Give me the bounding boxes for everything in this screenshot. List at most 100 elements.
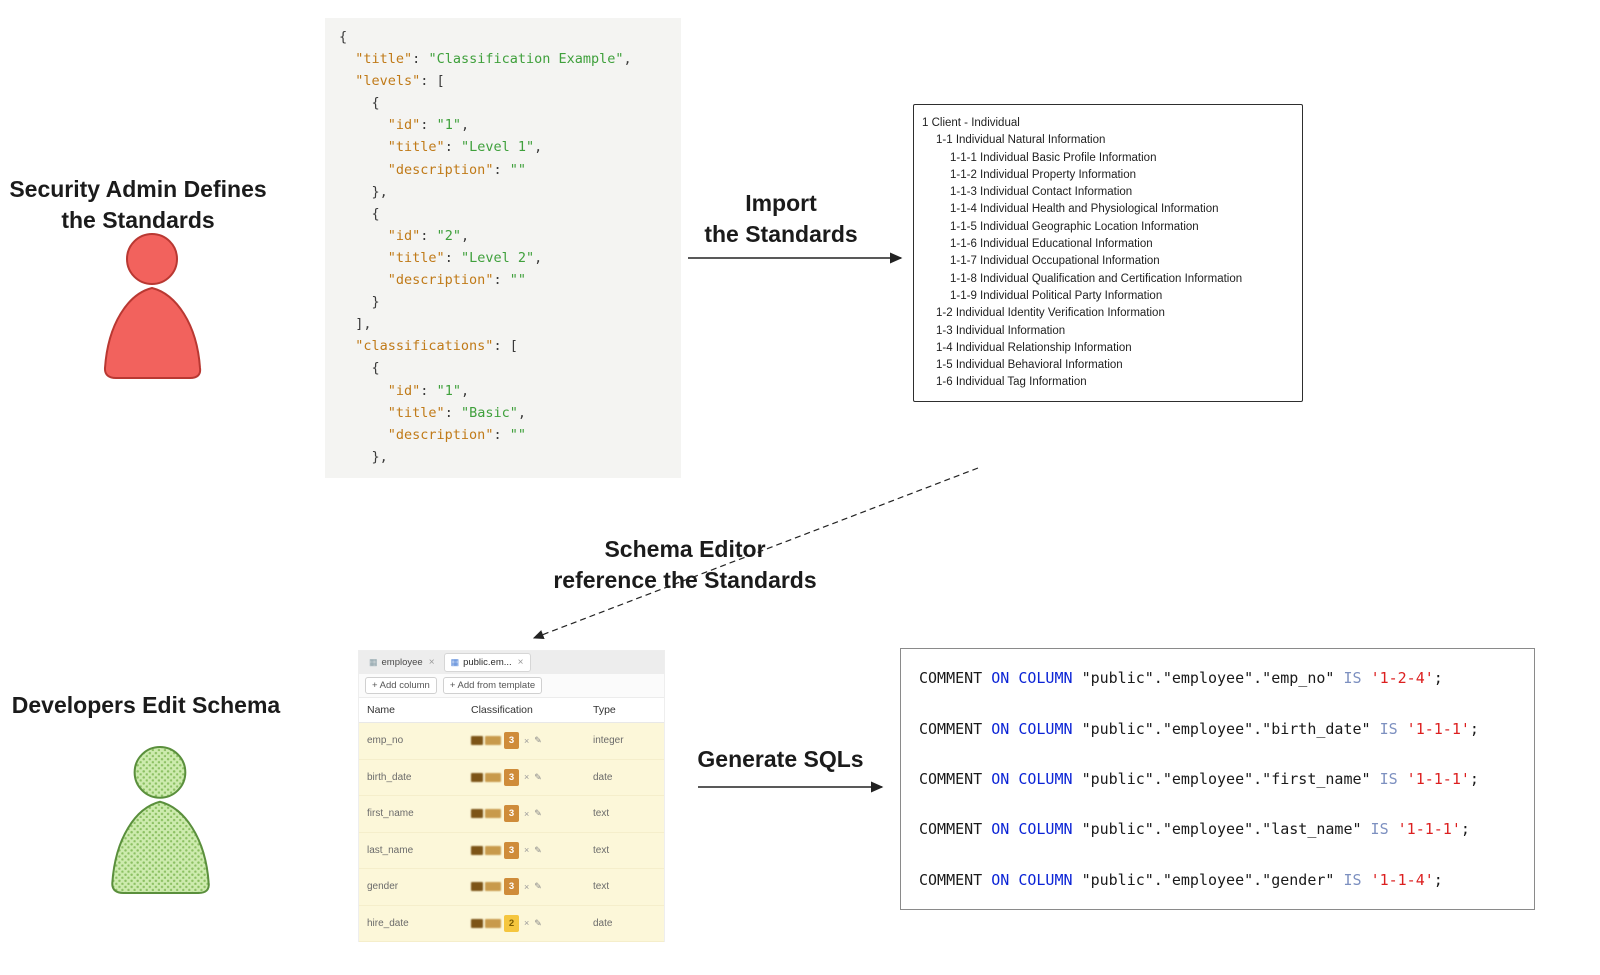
- json-code-block: { "title": "Classification Example", "le…: [339, 26, 667, 468]
- code-line: "levels": [: [355, 73, 445, 90]
- code-line: "description": "": [387, 272, 526, 289]
- sql-output-panel: COMMENT ON COLUMN "public"."employee"."e…: [900, 648, 1535, 910]
- tree-item: 1-1 Individual Natural Information: [936, 134, 1106, 147]
- edit-classification-icon[interactable]: ✎: [534, 771, 542, 782]
- developers-label: Developers Edit Schema: [11, 692, 281, 718]
- tree-item: 1-1-1 Individual Basic Profile Informati…: [950, 151, 1157, 164]
- column-name: emp_no: [367, 735, 404, 747]
- classification-chip: [485, 809, 501, 819]
- tree-item: 1-1-5 Individual Geographic Location Inf…: [950, 220, 1199, 233]
- classification-cell: 2 × ✎: [471, 914, 589, 932]
- code-line: ],: [339, 316, 372, 333]
- classification-cell: 3 × ✎: [471, 805, 589, 823]
- code-line: "classifications": [: [355, 338, 518, 355]
- classification-chip: [471, 845, 483, 855]
- code-line: "id": "1",: [387, 117, 470, 134]
- add-column-button[interactable]: + Add column: [365, 677, 437, 694]
- table-icon: ▦: [369, 657, 378, 667]
- remove-classification-icon[interactable]: ×: [524, 808, 530, 819]
- code-line: },: [339, 448, 388, 465]
- header-type: Type: [593, 704, 616, 716]
- tree-item: 1-3 Individual Information: [936, 324, 1066, 337]
- header-classification: Classification: [471, 704, 533, 716]
- remove-classification-icon[interactable]: ×: [524, 772, 530, 783]
- column-name: first_name: [367, 808, 414, 820]
- tab-label: employee: [381, 657, 423, 668]
- code-line: COMMENT ON COLUMN "public"."employee"."f…: [919, 769, 1479, 788]
- classification-chip: [485, 772, 501, 782]
- remove-classification-icon[interactable]: ×: [524, 918, 530, 929]
- editor-tab-bar: ▦ employee × ▦ public.em... ×: [359, 651, 664, 674]
- tree-item: 1-1-8 Individual Qualification and Certi…: [950, 272, 1243, 285]
- tree-item: 1-1-3 Individual Contact Information: [950, 186, 1133, 199]
- edit-classification-icon[interactable]: ✎: [534, 917, 542, 928]
- table-row: emp_no 3 × ✎ integer: [359, 723, 664, 760]
- schema-editor-panel: ▦ employee × ▦ public.em... × + Add colu…: [358, 650, 665, 942]
- code-line: "title": "Basic",: [387, 404, 526, 421]
- tab-public-employee[interactable]: ▦ public.em... ×: [443, 653, 531, 672]
- edit-classification-icon[interactable]: ✎: [534, 735, 542, 746]
- level-count-badge: 3: [504, 841, 519, 859]
- code-line: "title": "Classification Example",: [355, 51, 632, 68]
- remove-classification-icon[interactable]: ×: [524, 881, 530, 892]
- schema-reference-label: Schema Editor reference the Standards: [553, 536, 817, 593]
- tree-item: 1-1-2 Individual Property Information: [950, 168, 1137, 181]
- classification-cell: 3 × ✎: [471, 732, 589, 750]
- classification-chip: [485, 845, 501, 855]
- code-line: COMMENT ON COLUMN "public"."employee"."b…: [919, 719, 1479, 738]
- classification-chip: [471, 772, 483, 782]
- edit-classification-icon[interactable]: ✎: [534, 881, 542, 892]
- level-count-badge: 3: [504, 805, 519, 823]
- code-line: "description": "": [387, 161, 526, 178]
- classification-cell: 3 × ✎: [471, 878, 589, 896]
- code-line: "title": "Level 2",: [387, 249, 543, 266]
- level-count-badge: 3: [504, 878, 519, 896]
- close-icon[interactable]: ×: [517, 657, 524, 668]
- code-line: "id": "1",: [387, 382, 470, 399]
- remove-classification-icon[interactable]: ×: [524, 735, 530, 746]
- table-icon: ▦: [450, 657, 460, 667]
- column-type: integer: [593, 735, 624, 747]
- tab-label: public.em...: [463, 657, 512, 668]
- column-name: gender: [367, 881, 399, 893]
- remove-classification-icon[interactable]: ×: [524, 845, 530, 856]
- code-line: COMMENT ON COLUMN "public"."employee"."l…: [919, 820, 1470, 839]
- editor-toolbar: + Add column + Add from template: [359, 674, 664, 698]
- header-name: Name: [367, 704, 396, 716]
- code-line: {: [339, 205, 380, 222]
- grid-header-row: Name Classification Type: [359, 698, 664, 723]
- classification-chip: [471, 882, 483, 892]
- column-name: birth_date: [367, 771, 412, 783]
- code-line: {: [339, 95, 380, 112]
- add-from-template-button[interactable]: + Add from template: [442, 677, 543, 694]
- column-type: date: [593, 771, 613, 783]
- column-name: hire_date: [367, 917, 409, 929]
- level-count-badge: 3: [504, 732, 519, 750]
- edit-classification-icon[interactable]: ✎: [534, 844, 542, 855]
- classification-chip: [485, 736, 501, 746]
- code-line: {: [339, 360, 380, 377]
- schema-rows: emp_no 3 × ✎ integer birth_date 3 × ✎ date first_n…: [359, 723, 664, 942]
- code-line: {: [339, 29, 348, 45]
- tree-item: 1-1-6 Individual Educational Information: [950, 238, 1153, 251]
- classification-chip: [485, 918, 501, 928]
- developers-person-icon: [111, 746, 210, 894]
- level-count-badge: 2: [504, 914, 519, 932]
- tab-employee[interactable]: ▦ employee ×: [363, 654, 441, 671]
- tree-item: 1-6 Individual Tag Information: [936, 376, 1087, 389]
- tree-item: 1-2 Individual Identity Verification Inf…: [936, 307, 1165, 320]
- classification-cell: 3×✎: [471, 768, 589, 786]
- code-line: "id": "2",: [387, 227, 470, 244]
- edit-classification-icon[interactable]: ✎: [534, 808, 542, 819]
- classification-json-panel: { "title": "Classification Example", "le…: [325, 18, 681, 478]
- column-type: date: [593, 917, 613, 929]
- close-icon[interactable]: ×: [428, 657, 435, 668]
- code-line: "description": "": [387, 426, 526, 443]
